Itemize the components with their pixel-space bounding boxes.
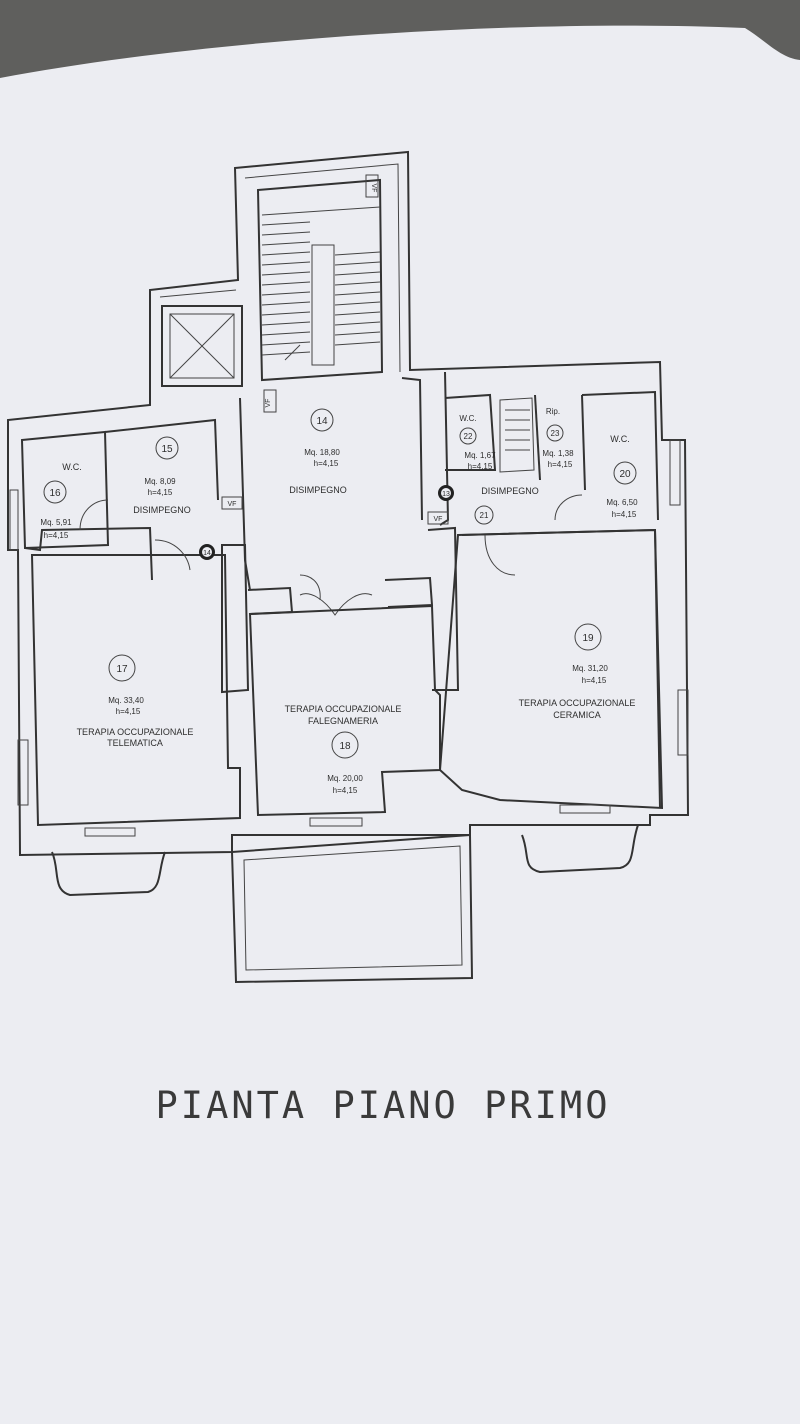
room-number: 22 (464, 432, 473, 441)
room-name: DISIMPEGNO (481, 486, 539, 496)
vf-label: VF (434, 516, 443, 523)
room-number: 21 (480, 511, 489, 520)
room-area: Mq. 33,40 (108, 696, 144, 705)
room-height: h=4,15 (148, 488, 173, 497)
room-name-line2: FALEGNAMERIA (308, 716, 378, 726)
section-marker-right: 13 (442, 491, 450, 498)
staircase (261, 206, 381, 366)
section-marker-left: 14 (203, 550, 211, 557)
room-name-line2: CERAMICA (553, 710, 601, 720)
room-name: Rip. (546, 407, 560, 416)
room-15-label: 15 Mq. 8,09 h=4,15 DISIMPEGNO (133, 444, 191, 515)
room-height: h=4,15 (612, 510, 637, 519)
room-name: W.C. (610, 434, 630, 444)
room-name-line2: TELEMATICA (107, 738, 163, 748)
room-height: h=4,15 (548, 460, 573, 469)
room-area: Mq. 8,09 (144, 477, 176, 486)
balcony-left (51, 851, 166, 897)
room-number: 23 (551, 429, 560, 438)
room-number: 18 (339, 741, 351, 752)
room-area: Mq. 18,80 (304, 448, 340, 457)
vf-label: VF (265, 399, 272, 408)
room-19-outline (438, 528, 664, 810)
room-name: TERAPIA OCCUPAZIONALE (519, 698, 636, 708)
room-name: W.C. (62, 462, 82, 472)
room-number: 20 (619, 469, 631, 480)
room-name: DISIMPEGNO (289, 485, 347, 495)
room-number: 17 (116, 664, 128, 675)
room-21-label: DISIMPEGNO 21 (480, 486, 539, 520)
room-17-outline (30, 554, 241, 827)
vf-label: VF (228, 501, 237, 508)
room-name: TERAPIA OCCUPAZIONALE (77, 727, 194, 737)
elevator-shaft (161, 305, 243, 387)
room-number: 16 (49, 488, 61, 499)
room-height: h=4,15 (116, 707, 141, 716)
room-17-label: 17 Mq. 33,40 h=4,15 TERAPIA OCCUPAZIONAL… (77, 664, 194, 748)
room-23-label: Rip. 23 Mq. 1,38 h=4,15 (542, 407, 574, 469)
vf-label: VF (370, 184, 377, 193)
terrace (230, 833, 474, 984)
room-height: h=4,15 (582, 676, 607, 685)
room-name: TERAPIA OCCUPAZIONALE (285, 704, 402, 714)
room-14-label: 14 Mq. 18,80 h=4,15 DISIMPEGNO (289, 416, 347, 495)
balcony-right (521, 824, 639, 874)
room-16-label: W.C. 16 Mq. 5,91 h=4,15 (40, 462, 81, 540)
room-height: h=4,15 (314, 459, 339, 468)
room-20-label: W.C. 20 Mq. 6,50 h=4,15 (606, 434, 638, 519)
room-19-label: 19 Mq. 31,20 h=4,15 TERAPIA OCCUPAZIONAL… (519, 633, 636, 720)
room-18-label: TERAPIA OCCUPAZIONALE FALEGNAMERIA 18 Mq… (285, 704, 402, 795)
room-area: Mq. 6,50 (606, 498, 638, 507)
room-area: Mq. 5,91 (40, 518, 72, 527)
room-name: DISIMPEGNO (133, 505, 191, 515)
plan-title: PIANTA PIANO PRIMO (156, 1084, 611, 1127)
room-name: W.C. (459, 414, 476, 423)
room-number: 14 (316, 416, 328, 427)
room-area: Mq. 20,00 (327, 774, 363, 783)
paper-background (0, 25, 800, 1424)
room-22-label: W.C. 22 Mq. 1,67 h=4,15 (459, 414, 496, 471)
room-area: Mq. 31,20 (572, 664, 608, 673)
room-height: h=4,15 (468, 462, 493, 471)
room-height: h=4,15 (44, 531, 69, 540)
room-number: 15 (161, 444, 173, 455)
room-area: Mq. 1,38 (542, 449, 574, 458)
room-height: h=4,15 (333, 786, 358, 795)
room-area: Mq. 1,67 (464, 451, 496, 460)
room-number: 19 (582, 633, 594, 644)
floor-plan-drawing (7, 150, 690, 984)
